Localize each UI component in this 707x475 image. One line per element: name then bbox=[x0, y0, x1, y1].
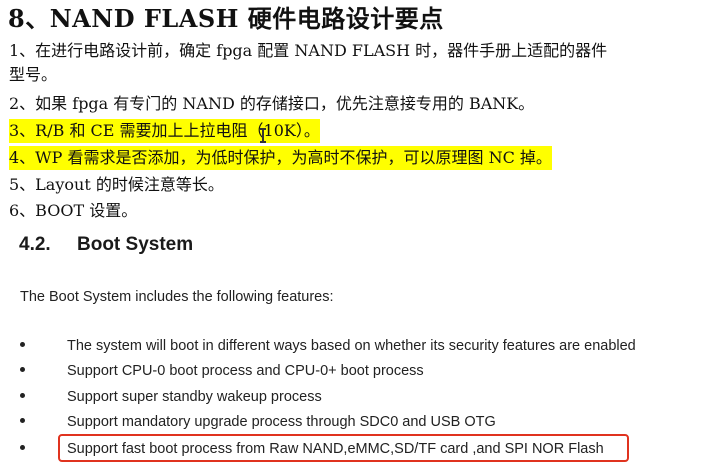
section-title-text: Boot System bbox=[77, 234, 194, 255]
list-item: The system will boot in different ways b… bbox=[0, 336, 700, 358]
section-number: 4.2. bbox=[19, 234, 51, 255]
bullet-icon bbox=[20, 418, 25, 423]
note-line-6: 6、BOOT 设置。 bbox=[9, 201, 138, 220]
section-heading: 8、NAND FLASH 硬件电路设计要点 bbox=[8, 4, 444, 33]
note-line-5: 5、Layout 的时候注意等长。 bbox=[9, 175, 224, 194]
bullet-icon bbox=[20, 445, 25, 450]
feature-text: The system will boot in different ways b… bbox=[67, 338, 636, 354]
feature-text: Support mandatory upgrade process throug… bbox=[67, 414, 496, 430]
list-item: Support CPU-0 boot process and CPU-0+ bo… bbox=[0, 361, 700, 383]
list-item: Support super standby wakeup process bbox=[0, 387, 700, 409]
feature-text: Support CPU-0 boot process and CPU-0+ bo… bbox=[67, 363, 424, 379]
feature-text: Support fast boot process from Raw NAND,… bbox=[67, 441, 604, 457]
list-item: Support mandatory upgrade process throug… bbox=[0, 412, 700, 434]
list-item-highlighted: Support fast boot process from Raw NAND,… bbox=[0, 439, 700, 461]
bullet-icon bbox=[20, 342, 25, 347]
bullet-icon bbox=[20, 393, 25, 398]
text-cursor-icon bbox=[260, 128, 266, 143]
boot-system-intro: The Boot System includes the following f… bbox=[20, 289, 334, 305]
note-line-2: 2、如果 fpga 有专门的 NAND 的存储接口，优先注意接专用的 BANK。 bbox=[9, 94, 535, 113]
note-line-4-highlighted: 4、WP 看需求是否添加，为低时保护，为高时不保护，可以原理图 NC 掉。 bbox=[9, 146, 552, 170]
red-annotation-box bbox=[58, 434, 629, 462]
note-line-3-highlighted: 3、R/B 和 CE 需要加上上拉电阻（10K）。 bbox=[9, 119, 320, 143]
note-line-1: 1、在进行电路设计前，确定 fpga 配置 NAND FLASH 时，器件手册上… bbox=[9, 41, 608, 60]
feature-text: Support super standby wakeup process bbox=[67, 389, 322, 405]
bullet-icon bbox=[20, 367, 25, 372]
note-line-1-cont: 型号。 bbox=[9, 65, 58, 84]
boot-system-title: 4.2. Boot System bbox=[19, 232, 193, 258]
